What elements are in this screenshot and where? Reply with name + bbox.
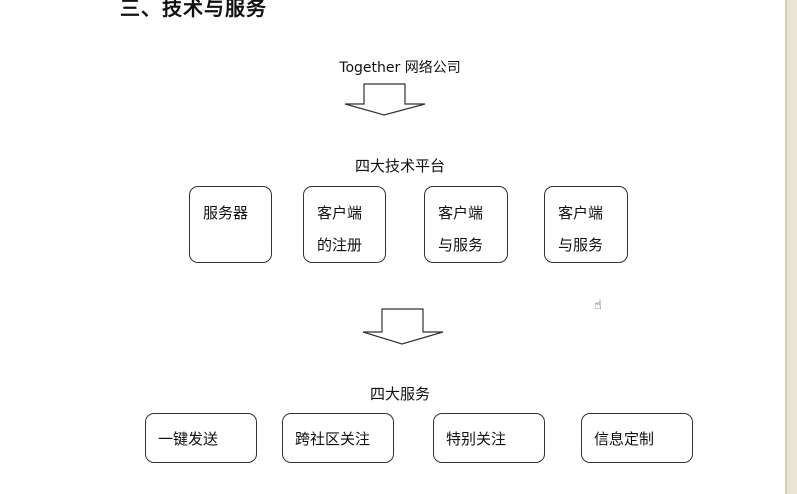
service-label: 跨社区关注 — [295, 430, 371, 448]
platform-box-client-register: 客户端 的注册 — [303, 186, 386, 263]
platform-box-line2: 与服务 — [438, 236, 484, 254]
service-box-cross-community: 跨社区关注 — [282, 413, 394, 463]
platform-box-client-service-2: 客户端 与服务 — [544, 186, 628, 263]
page-right-margin — [785, 0, 797, 494]
platform-box-line1: 服务器 — [203, 204, 249, 222]
company-label: Together 网络公司 — [339, 60, 461, 76]
platform-title: 四大技术平台 — [354, 157, 445, 175]
platform-box-client-service-1: 客户端 与服务 — [424, 186, 508, 263]
platform-box-line1: 客户端 — [438, 204, 484, 222]
service-box-info-custom: 信息定制 — [581, 413, 693, 463]
platform-box-line2: 的注册 — [317, 236, 363, 254]
down-arrow-icon — [362, 308, 444, 345]
platform-box-line1: 客户端 — [317, 204, 363, 222]
platform-box-line1: 客户端 — [558, 204, 604, 222]
services-title: 四大服务 — [369, 385, 430, 403]
platform-box-line2: 与服务 — [558, 236, 604, 254]
service-label: 信息定制 — [594, 430, 655, 448]
section-heading: 三、技术与服务 — [120, 0, 267, 20]
service-label: 一键发送 — [158, 430, 219, 448]
service-box-special-follow: 特别关注 — [433, 413, 545, 463]
platform-box-server: 服务器 — [189, 186, 272, 263]
service-label: 特别关注 — [446, 430, 507, 448]
hand-cursor-icon: ☝ — [594, 298, 602, 313]
down-arrow-icon — [344, 83, 426, 116]
service-box-one-click-send: 一键发送 — [145, 413, 257, 463]
